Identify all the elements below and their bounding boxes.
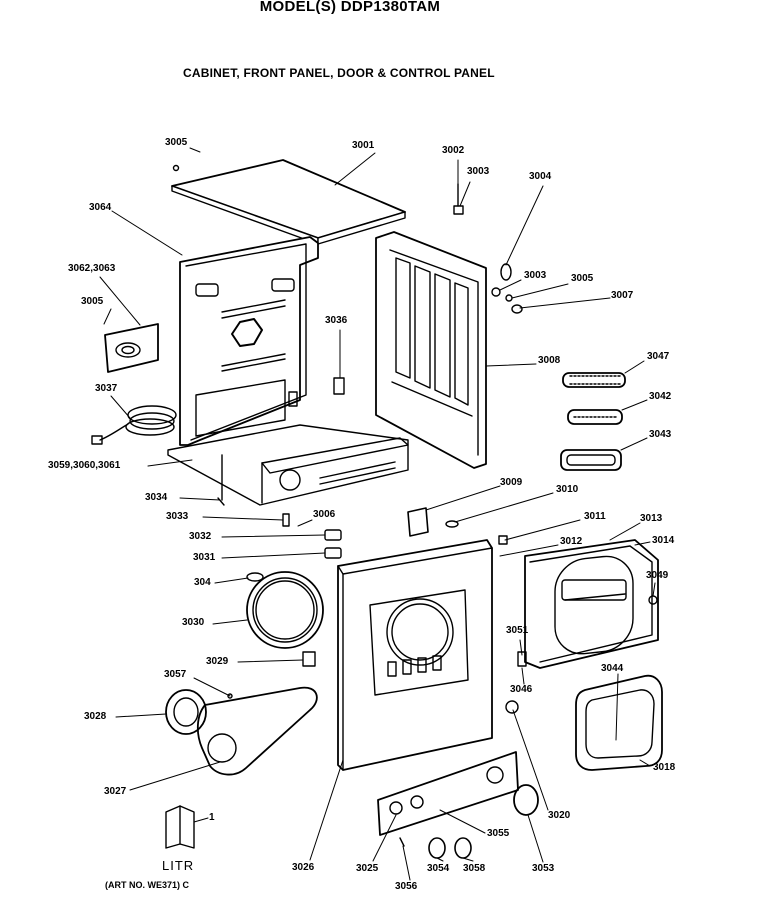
label-3007: 3007	[611, 290, 634, 301]
label-3030: 3030	[182, 617, 205, 628]
top-cover	[172, 160, 405, 244]
leader-lines	[100, 148, 655, 880]
power-cord	[92, 406, 176, 444]
label-3012: 3012	[560, 536, 583, 547]
label-3044: 3044	[601, 663, 624, 674]
label-3029: 3029	[206, 656, 229, 667]
label-3047: 3047	[647, 351, 670, 362]
label-3010: 3010	[556, 484, 579, 495]
lint-filter	[105, 324, 158, 372]
art-number: (ART NO. WE371) C	[105, 880, 190, 890]
rear-cabinet-panel	[168, 237, 408, 505]
label-3005-left: 3005	[81, 296, 104, 307]
page-title: MODEL(S) DDP1380TAM	[259, 0, 441, 15]
side-panel	[376, 232, 486, 468]
terminal-block	[334, 378, 344, 394]
door-inner-panel	[576, 676, 662, 770]
label-3026: 3026	[292, 862, 315, 873]
label-3043: 3043	[649, 429, 672, 440]
label-3032: 3032	[189, 531, 212, 542]
label-304: 304	[194, 577, 211, 588]
label-3014: 3014	[652, 535, 675, 546]
label-3018: 3018	[653, 762, 676, 773]
label-3034: 3034	[145, 492, 168, 503]
control-panel	[378, 752, 538, 858]
label-3002: 3002	[442, 145, 465, 156]
label-3011: 3011	[584, 511, 606, 522]
label-3054: 3054	[427, 863, 450, 874]
literature-label: LITR	[162, 858, 195, 873]
label-3025: 3025	[356, 863, 379, 874]
label-3062-3063: 3062,3063	[68, 263, 116, 274]
front-panel	[338, 540, 492, 770]
label-3020: 3020	[548, 810, 571, 821]
label-3051: 3051	[506, 625, 529, 636]
label-3049: 3049	[646, 570, 669, 581]
label-3008: 3008	[538, 355, 561, 366]
label-3046: 3046	[510, 684, 533, 695]
label-3033: 3033	[166, 511, 189, 522]
label-3053: 3053	[532, 863, 555, 874]
door-gasket	[247, 572, 323, 648]
label-3055: 3055	[487, 828, 510, 839]
label-3028: 3028	[84, 711, 107, 722]
literature-booklet	[166, 806, 194, 848]
label-3037: 3037	[95, 383, 118, 394]
label-1: 1	[209, 812, 215, 823]
drum-bearing-parts	[166, 652, 518, 775]
label-3058: 3058	[463, 863, 486, 874]
label-3036: 3036	[325, 315, 348, 326]
label-3006: 3006	[313, 509, 336, 520]
door-assembly	[518, 540, 658, 668]
label-3005-top: 3005	[165, 137, 188, 148]
label-3042: 3042	[649, 391, 672, 402]
label-3013: 3013	[640, 513, 663, 524]
label-3005-right: 3005	[571, 273, 594, 284]
label-3009: 3009	[500, 477, 523, 488]
label-3004: 3004	[529, 171, 552, 182]
label-3003-right: 3003	[524, 270, 547, 281]
label-3057: 3057	[164, 669, 187, 680]
page-subtitle: CABINET, FRONT PANEL, DOOR & CONTROL PAN…	[183, 66, 495, 80]
label-3059-3060-3061: 3059,3060,3061	[48, 460, 121, 471]
label-3001: 3001	[352, 140, 375, 151]
label-3027: 3027	[104, 786, 127, 797]
label-3064: 3064	[89, 202, 112, 213]
label-3031: 3031	[193, 552, 216, 563]
lamp-lenses	[561, 373, 625, 470]
label-3056: 3056	[395, 881, 418, 892]
label-3003-top: 3003	[467, 166, 490, 177]
